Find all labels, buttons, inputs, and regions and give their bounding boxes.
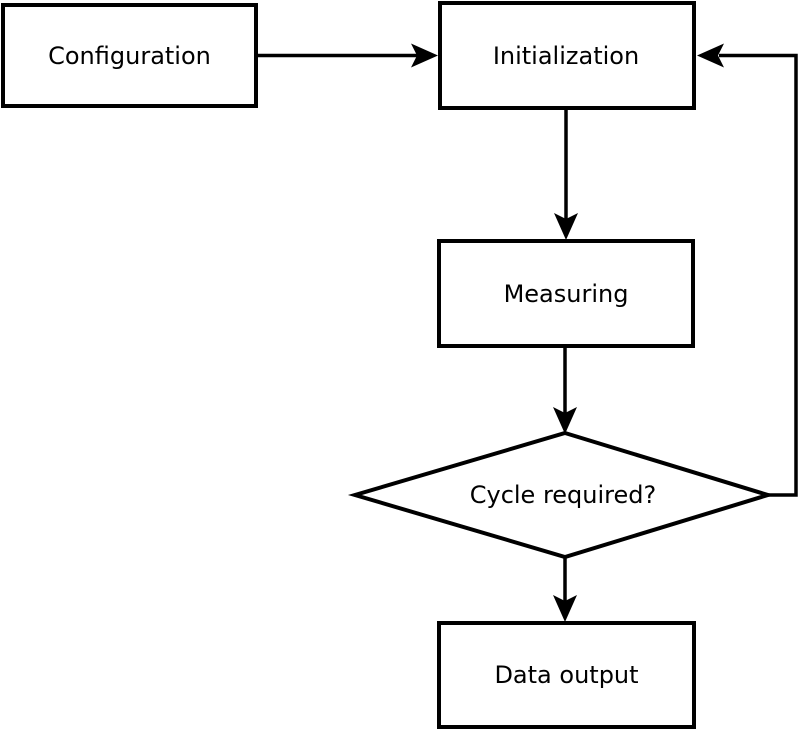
edge-configuration-to-initialization [257, 43, 438, 68]
arrowhead-down-icon [553, 407, 577, 434]
node-initialization: Initialization [438, 1, 696, 110]
edge-measuring-to-cycle-required [553, 346, 577, 434]
node-label: Configuration [48, 42, 211, 70]
edge-cycle-required-to-initialization-loop [697, 43, 798, 497]
node-data-output: Data output [437, 621, 696, 729]
edge-line [719, 53, 798, 497]
node-label: Measuring [504, 280, 629, 308]
node-label: Cycle required? [470, 481, 657, 509]
edge-initialization-to-measuring [554, 108, 578, 240]
arrowhead-down-icon [553, 595, 577, 622]
arrowhead-left-icon [697, 43, 724, 68]
node-label: Data output [494, 661, 638, 689]
edge-cycle-required-to-data-output [553, 556, 577, 622]
node-configuration: Configuration [1, 3, 258, 108]
node-cycle-required: Cycle required? [347, 430, 775, 560]
configuration-box [1, 3, 258, 108]
node-label: Initialization [493, 42, 639, 70]
cycle-required-diamond [347, 430, 775, 560]
arrowhead-right-icon [411, 43, 438, 68]
arrowhead-down-icon [554, 213, 578, 240]
node-measuring: Measuring [437, 239, 695, 348]
measuring-box [437, 239, 695, 348]
data-output-box [437, 621, 696, 729]
initialization-box [438, 1, 696, 110]
